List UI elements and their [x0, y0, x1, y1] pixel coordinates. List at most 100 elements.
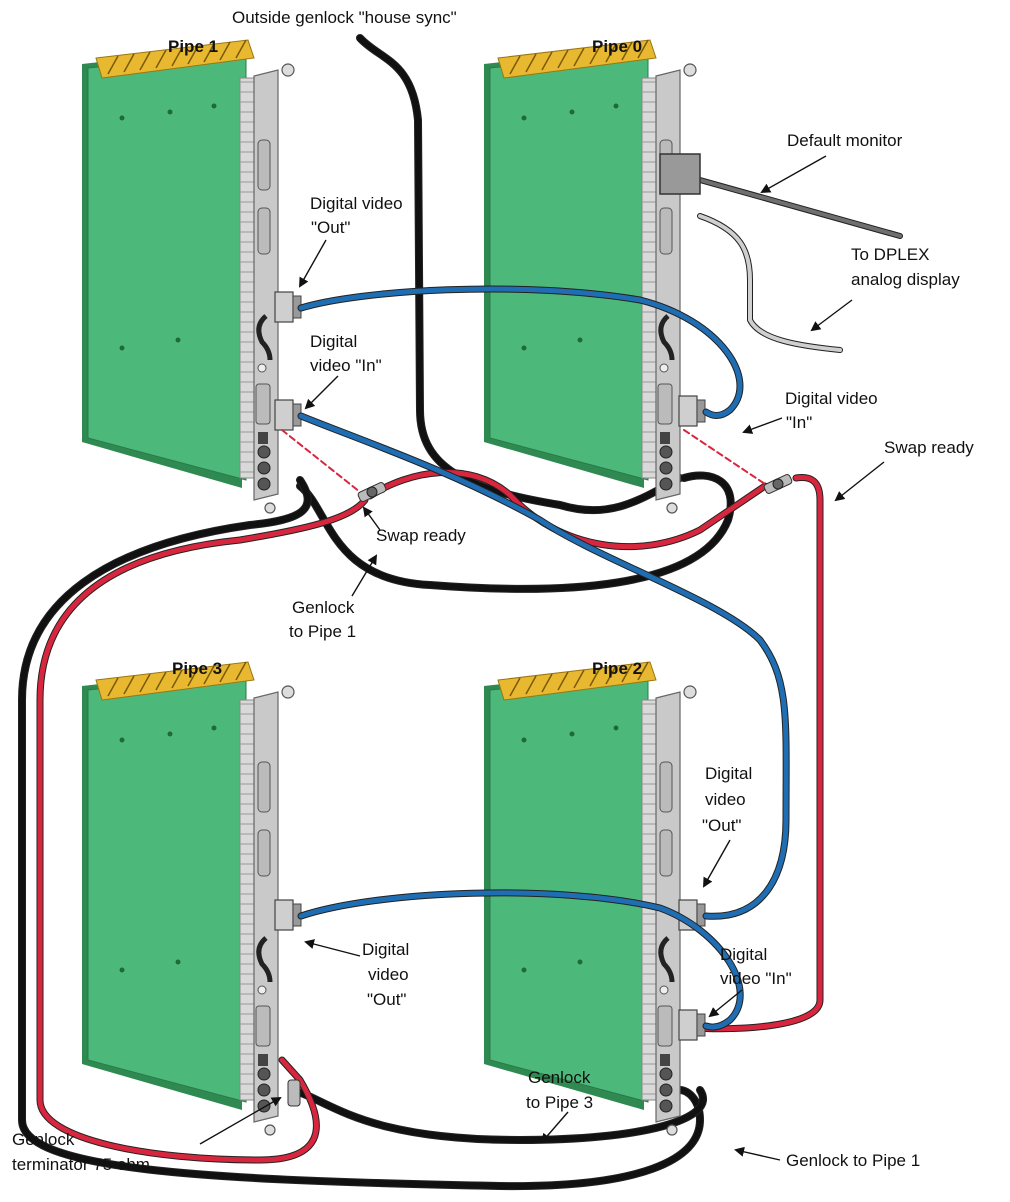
genlock-pipe1-center-label-line2: to Pipe 1 — [289, 621, 356, 642]
pipe0-bottom-screw — [667, 503, 677, 513]
pipe1-bnc-port — [258, 462, 270, 474]
pipe2-title: Pipe 2 — [592, 658, 642, 679]
pipe1-db-connector-2 — [258, 208, 270, 254]
pipe0-board — [484, 40, 696, 513]
pipe1-top-screw — [282, 64, 294, 76]
pipe2-mount-hole — [614, 726, 619, 731]
pipe1-dv-out-label-line2: "Out" — [311, 217, 350, 238]
pipe2-rj-port — [660, 1054, 670, 1066]
pipe3-dv-out-label-line1: Digital — [362, 939, 409, 960]
pipe1-mount-hole — [168, 110, 173, 115]
pipe0-dv-in-label-line1: Digital video — [785, 388, 878, 409]
pipe2-db-connector-3 — [658, 1006, 672, 1046]
pipe3-db-connector-3 — [256, 1006, 270, 1046]
pipe0-mount-hole — [570, 110, 575, 115]
pipe3-bnc-port — [258, 1084, 270, 1096]
pipe3-rj-port — [258, 1054, 268, 1066]
pipe1-dv-out-arrow — [300, 240, 326, 286]
default-monitor-arrow — [762, 156, 826, 192]
pipe1-mount-hole — [176, 338, 181, 343]
pipe0-mount-hole — [578, 338, 583, 343]
pipe0-title: Pipe 0 — [592, 36, 642, 57]
swap-ready-center-label: Swap ready — [376, 525, 466, 546]
pipe1-bnc-port — [258, 446, 270, 458]
pipe1-dv-out-label-line1: Digital video — [310, 193, 403, 214]
pipe0-edge-connector — [642, 78, 656, 478]
pipe0-card — [490, 52, 648, 480]
pipe2-bnc-port — [660, 1068, 672, 1080]
pipe3-board — [82, 662, 294, 1135]
pipe2-card — [490, 674, 648, 1102]
pipe2-db-connector-2 — [660, 830, 672, 876]
pipe3-mount-hole — [212, 726, 217, 731]
pipe2-top-screw — [684, 686, 696, 698]
pipe0-dv-in-connector — [679, 396, 697, 426]
pipe0-dv-in-arrow — [744, 418, 782, 432]
pipe3-edge-connector — [240, 700, 254, 1100]
pipe3-bnc-port — [258, 1068, 270, 1080]
default-monitor-cable — [700, 180, 900, 236]
pipe2-bnc-port — [660, 1100, 672, 1112]
pipe2-mount-hole — [578, 960, 583, 965]
pipe3-dv-out-label-line2: video — [368, 964, 409, 985]
pipe3-mount-hole — [120, 738, 125, 743]
pipe3-mount-hole — [120, 968, 125, 973]
pipe0-top-screw — [684, 64, 696, 76]
pipe2-dv-in-label-line2: video "In" — [720, 968, 792, 989]
pipe3-db-connector-2 — [258, 830, 270, 876]
genlock-pipe1-bottom-arrow — [736, 1150, 780, 1160]
pipe2-mount-hole — [570, 732, 575, 737]
swap-ready-right-arrow — [836, 462, 884, 500]
pipe3-dv-out-label-line3: "Out" — [367, 989, 406, 1010]
dplex-label-line2: analog display — [851, 269, 960, 290]
pipe2-dv-out-label-line2: video — [705, 789, 746, 810]
pipe1-board — [82, 40, 294, 513]
pipe0-mount-hole — [522, 346, 527, 351]
pipe3-title: Pipe 3 — [172, 658, 222, 679]
pipe1-db-connector-3 — [256, 384, 270, 424]
pipe3-led — [258, 986, 266, 994]
pipe1-bottom-screw — [265, 503, 275, 513]
pipe1-dv-in-arrow — [306, 376, 338, 408]
pipe0-dv-in-label-line2: "In" — [786, 412, 812, 433]
pipe1-mount-hole — [120, 346, 125, 351]
dplex-label-line1: To DPLEX — [851, 244, 929, 265]
default-monitor-label: Default monitor — [787, 130, 902, 151]
pipe1-dv-in-connector — [275, 400, 293, 430]
pipe1-mount-hole — [120, 116, 125, 121]
pipe2-mount-hole — [522, 968, 527, 973]
pipe3-top-screw — [282, 686, 294, 698]
pipe1-led — [258, 364, 266, 372]
house-sync-label: Outside genlock "house sync" — [232, 7, 457, 28]
swap-ready-dashed-left — [282, 430, 360, 492]
pipe3-card — [88, 674, 246, 1102]
swap-ready-right-label: Swap ready — [884, 437, 974, 458]
terminator-label-line2: terminator 75 ohm — [12, 1154, 150, 1175]
pipe2-mount-hole — [522, 738, 527, 743]
pipe2-bottom-screw — [667, 1125, 677, 1135]
pipe1-edge-connector — [240, 78, 254, 478]
pipe3-mount-hole — [168, 732, 173, 737]
pipe1-card — [88, 52, 246, 480]
pipe2-dv-in-connector — [679, 1010, 697, 1040]
genlock-pipe3-label-line1: Genlock — [528, 1067, 590, 1088]
pipe2-db-connector-1 — [660, 762, 672, 812]
pipe2-dv-out-label-line1: Digital — [705, 763, 752, 784]
pipe1-title: Pipe 1 — [168, 36, 218, 57]
pipe1-dv-in-label-line2: video "In" — [310, 355, 382, 376]
pipe0-mount-hole — [614, 104, 619, 109]
pipe1-rj-port — [258, 432, 268, 444]
pipe0-bnc-port — [660, 446, 672, 458]
genlock-pipe3-label-line2: to Pipe 3 — [526, 1092, 593, 1113]
pipe2-bnc-port — [660, 1084, 672, 1096]
pipe3-db-connector-1 — [258, 762, 270, 812]
pipe3-dv-out-arrow — [306, 942, 360, 956]
pipe1-bnc-port — [258, 478, 270, 490]
pipe1-dv-in-label-line1: Digital — [310, 331, 357, 352]
pipe2-edge-connector — [642, 700, 656, 1100]
pipe0-bnc-port — [660, 462, 672, 474]
pipe3-bottom-screw — [265, 1125, 275, 1135]
swap-ready-tee-right-center — [773, 479, 783, 489]
pipe3-mount-hole — [176, 960, 181, 965]
